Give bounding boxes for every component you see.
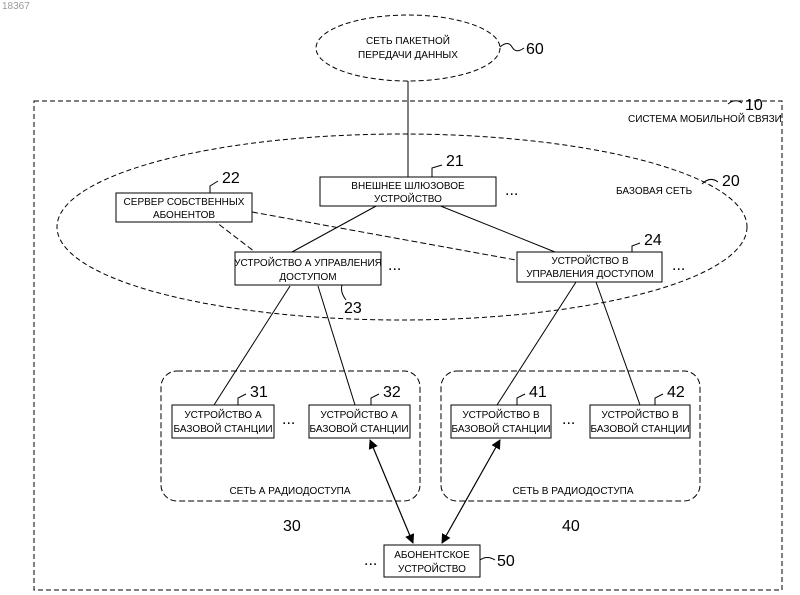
bs-a1-line2: БАЗОВОЙ СТАНЦИИ: [173, 422, 272, 435]
access-ctrl-a-box: УСТРОЙСТВО А УПРАВЛЕНИЯ ДОСТУПОМ: [234, 252, 382, 285]
radio-link-bs-a2: [370, 440, 413, 543]
packet-network-line1: СЕТЬ ПАКЕТНОЙ: [366, 34, 450, 47]
packet-network-line2: ПЕРЕДАЧИ ДАННЫХ: [358, 50, 458, 61]
bs-a1-box: УСТРОЙСТВО А БАЗОВОЙ СТАНЦИИ: [172, 405, 274, 438]
ran-a-label: СЕТЬ А РАДИОДОСТУПА: [229, 486, 350, 497]
bs-a2-leader: [371, 394, 379, 405]
bs-a-ellipsis: ...: [282, 411, 295, 428]
core-network-ellipse: [57, 134, 747, 320]
core-network-label: БАЗОВАЯ СЕТЬ: [616, 186, 693, 197]
subscriber-device-line1: АБОНЕНТСКОЕ: [394, 550, 470, 561]
bs-b1-ref: 41: [529, 384, 547, 401]
packet-network-ref: 60: [526, 41, 544, 58]
core-network-ref: 20: [722, 173, 740, 190]
bs-a1-leader: [238, 394, 246, 405]
bs-b2-leader: [655, 394, 663, 405]
bs-a1-ref: 31: [250, 384, 268, 401]
bs-b1-line2: БАЗОВОЙ СТАНЦИИ: [451, 422, 550, 435]
packet-network-leader: [500, 44, 524, 51]
gateway-line2: УСТРОЙСТВО: [374, 192, 442, 205]
gateway-leader: [432, 165, 442, 177]
subscriber-device-line2: УСТРОЙСТВО: [398, 562, 466, 575]
radio-link-bs-b1: [442, 440, 500, 543]
gateway-line1: ВНЕШНЕЕ ШЛЮЗОВОЕ: [351, 181, 465, 192]
packet-network-ellipse: [316, 15, 500, 81]
access-ctrl-a-line1: УСТРОЙСТВО А УПРАВЛЕНИЯ: [234, 256, 382, 269]
subscriber-device-ellipsis: ...: [364, 552, 377, 569]
bs-b-ellipsis: ...: [562, 411, 575, 428]
subscriber-server-box: СЕРВЕР СОБСТВЕННЫХ АБОНЕНТОВ: [116, 193, 252, 222]
bs-a2-ref: 32: [383, 384, 401, 401]
access-ctrl-b-line2: УПРАВЛЕНИЯ ДОСТУПОМ: [526, 269, 654, 280]
access-ctrl-a-line2: ДОСТУПОМ: [279, 272, 336, 283]
subscriber-server-line1: СЕРВЕР СОБСТВЕННЫХ: [124, 197, 245, 208]
link-server-access-a: [212, 219, 255, 252]
access-ctrl-b-ellipsis: ...: [672, 257, 685, 274]
subscriber-device-leader: [480, 558, 495, 561]
bs-b1-leader: [517, 394, 525, 405]
ran-b-ref: 40: [562, 518, 580, 535]
bs-b2-ref: 42: [667, 384, 685, 401]
bs-b2-line1: УСТРОЙСТВО В: [601, 408, 679, 421]
corner-id: 18367: [2, 1, 30, 12]
bs-b2-box: УСТРОЙСТВО В БАЗОВОЙ СТАНЦИИ: [590, 405, 690, 438]
bs-b1-box: УСТРОЙСТВО В БАЗОВОЙ СТАНЦИИ: [451, 405, 551, 438]
gateway-ref: 21: [446, 153, 464, 170]
ran-b-label: СЕТЬ В РАДИОДОСТУПА: [512, 486, 633, 497]
link-gateway-access-a: [292, 205, 378, 252]
subscriber-server-leader: [210, 181, 218, 193]
core-network-leader: [702, 179, 718, 184]
subscriber-server-line2: АБОНЕНТОВ: [153, 210, 215, 221]
bs-a2-line1: УСТРОЙСТВО А: [320, 408, 398, 421]
ran-a-ref: 30: [283, 518, 301, 535]
access-ctrl-b-box: УСТРОЙСТВО В УПРАВЛЕНИЯ ДОСТУПОМ: [517, 252, 662, 282]
link-access-b-bs-b2: [596, 282, 640, 405]
bs-a2-line2: БАЗОВОЙ СТАНЦИИ: [309, 422, 408, 435]
access-ctrl-a-leader: [342, 285, 347, 300]
gateway-ellipsis: ...: [505, 182, 518, 199]
access-ctrl-a-ellipsis: ...: [388, 257, 401, 274]
subscriber-device-ref: 50: [497, 553, 515, 570]
subscriber-device-box: АБОНЕНТСКОЕ УСТРОЙСТВО: [384, 545, 480, 577]
link-gateway-access-b: [438, 205, 555, 252]
bs-b1-line1: УСТРОЙСТВО В: [462, 408, 540, 421]
access-ctrl-b-line1: УСТРОЙСТВО В: [551, 254, 629, 267]
gateway-box: ВНЕШНЕЕ ШЛЮЗОВОЕ УСТРОЙСТВО: [320, 177, 496, 206]
subscriber-server-ref: 22: [222, 170, 240, 187]
access-ctrl-b-leader: [632, 243, 640, 252]
access-ctrl-b-ref: 24: [644, 232, 662, 249]
bs-a2-box: УСТРОЙСТВО А БАЗОВОЙ СТАНЦИИ: [309, 405, 410, 438]
access-ctrl-a-ref: 23: [344, 300, 362, 317]
bs-b2-line2: БАЗОВОЙ СТАНЦИИ: [590, 422, 689, 435]
mobile-system-ref: 10: [745, 97, 763, 114]
bs-a1-line1: УСТРОЙСТВО А: [184, 408, 262, 421]
